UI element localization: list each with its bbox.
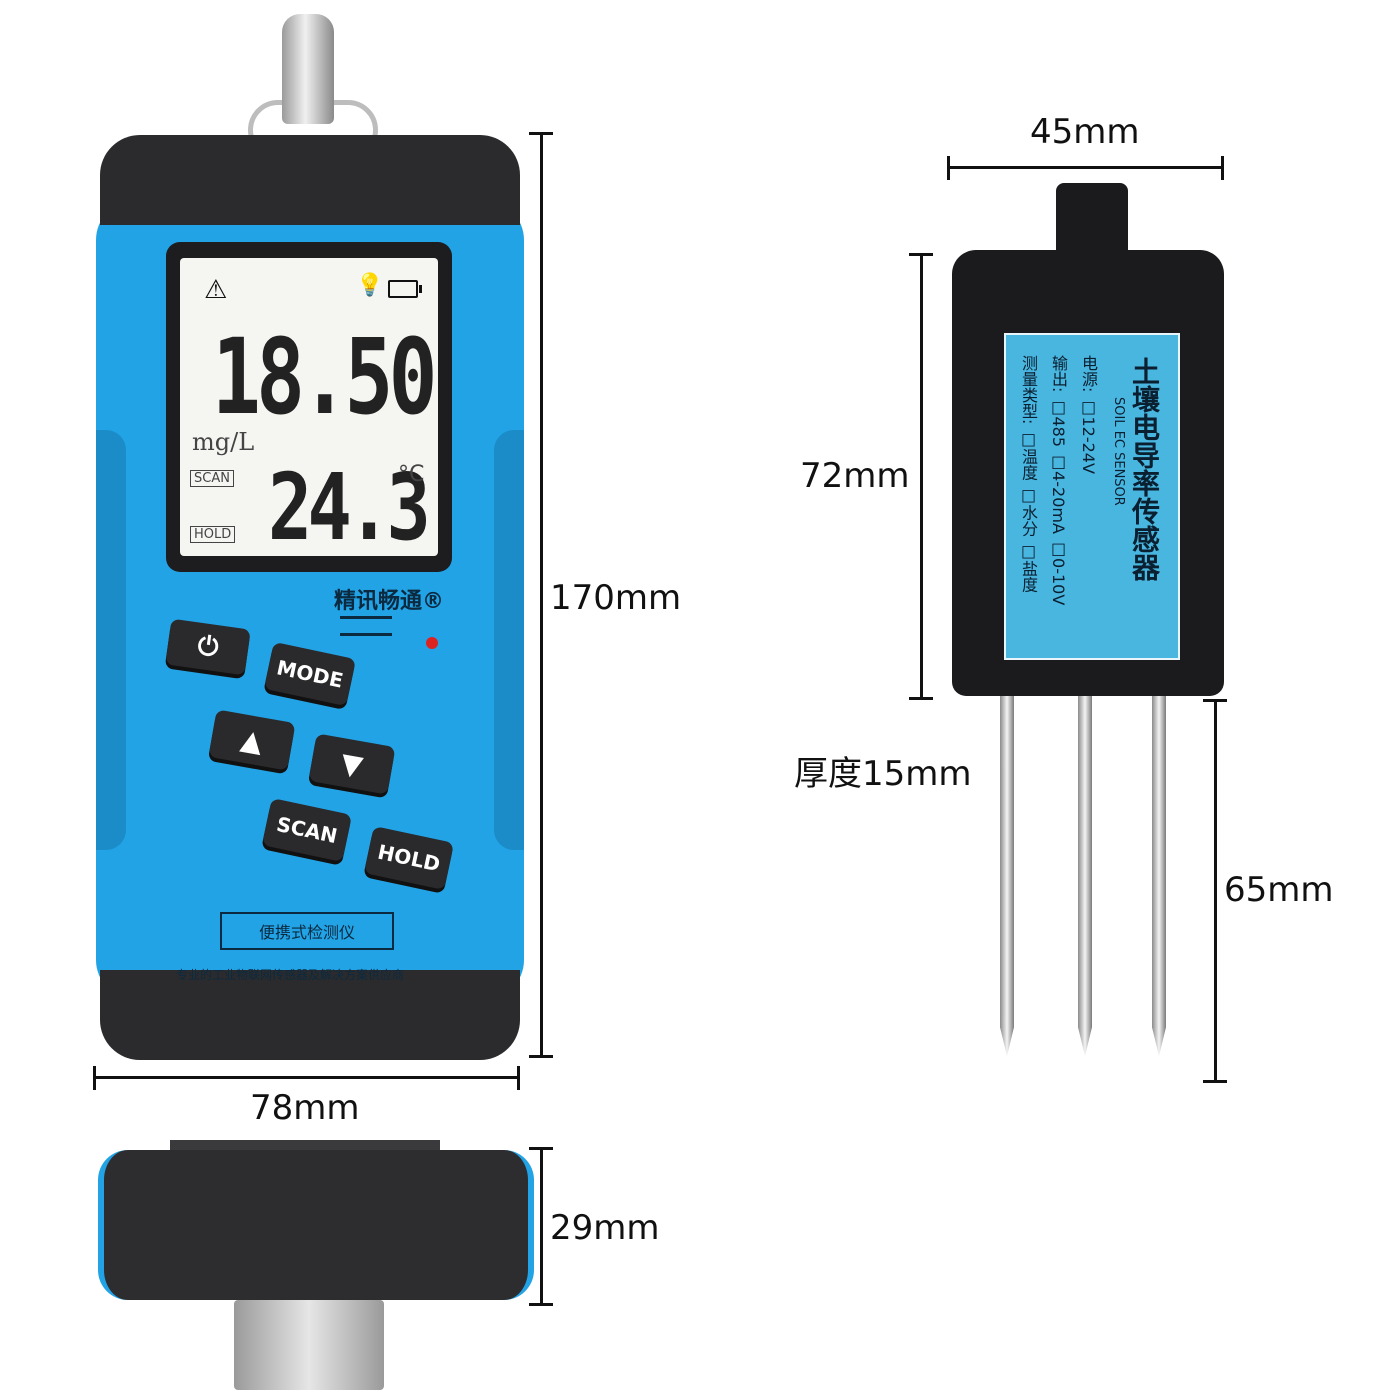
lcd-temperature: 24.3 — [268, 454, 431, 561]
meter-depth-tick-top — [529, 1147, 553, 1150]
meter-top-cap — [100, 135, 520, 225]
status-led — [426, 637, 438, 649]
lcd-unit: mg/L — [192, 428, 255, 456]
sensor-thickness-label: 厚度15mm — [794, 754, 972, 794]
sensor-title: 土壤电导率传感器 — [1128, 357, 1161, 581]
meter-height-line — [540, 133, 543, 1057]
sensor-width-tick-left — [947, 156, 950, 180]
probe-connector — [282, 14, 334, 124]
speaker-grille — [340, 616, 392, 636]
sensor-width-tick-right — [1221, 156, 1224, 180]
battery-icon — [388, 280, 422, 298]
meter-height-tick-top — [529, 132, 553, 135]
sensor-pin-right — [1152, 696, 1166, 1056]
meter-depth-tick-bottom — [529, 1303, 553, 1306]
meter-width-tick-right — [517, 1066, 520, 1090]
sensor-height-label: 72mm — [800, 456, 910, 496]
sensor-subtitle: SOIL EC SENSOR — [1111, 397, 1126, 506]
warning-icon: ⚠ — [204, 275, 228, 305]
sensor-width-label: 45mm — [1030, 112, 1140, 152]
meter-height-label: 170mm — [550, 578, 682, 618]
sensor-height-tick-top — [909, 253, 933, 256]
sensor-width-line — [948, 166, 1224, 169]
meter-depth-label: 29mm — [550, 1208, 660, 1248]
meter-side-connector — [234, 1300, 384, 1390]
pin-length-tick-bottom — [1203, 1080, 1227, 1083]
meter-grip-left — [96, 430, 126, 850]
lcd-screen — [180, 258, 438, 556]
meter-bottom-cap — [100, 970, 520, 1060]
sensor-height-line — [920, 254, 923, 700]
sensor-power-spec: 电源: □12-24V — [1079, 355, 1098, 474]
pin-length-label: 65mm — [1224, 870, 1334, 910]
lcd-temp-unit: °C — [398, 462, 425, 487]
pin-length-line — [1214, 700, 1217, 1082]
sensor-label-plate: 土壤电导率传感器 SOIL EC SENSOR 电源: □12-24V 输出: … — [1004, 333, 1180, 660]
meter-depth-line — [540, 1148, 543, 1306]
meter-side-view — [98, 1150, 534, 1300]
sensor-cable-cap — [1056, 183, 1128, 263]
meter-width-label: 78mm — [250, 1088, 360, 1128]
sensor-output-spec: 输出: □485 □4-20mA □0-10V — [1049, 355, 1068, 606]
sensor-pin-middle — [1078, 696, 1092, 1056]
backlight-bulb-icon: 💡 — [356, 273, 384, 298]
meter-grip-right — [494, 430, 524, 850]
product-label: 便携式检测仪 — [220, 912, 394, 950]
meter-width-line — [94, 1076, 520, 1079]
lcd-main-reading: 18.50 — [212, 316, 437, 438]
lcd-hold-indicator: HOLD — [190, 526, 236, 543]
meter-width-tick-left — [93, 1066, 96, 1090]
sensor-measure-type: 测量类型: □温度 □水分 □盐度 — [1019, 355, 1038, 593]
brand-logo: 精讯畅通® — [334, 589, 445, 614]
lcd-scan-indicator: SCAN — [190, 470, 234, 487]
pin-length-tick-top — [1203, 699, 1227, 702]
meter-height-tick-bottom — [529, 1055, 553, 1058]
sensor-height-tick-bottom — [909, 697, 933, 700]
company-tagline: 专业的工业物联网传感器及解决方案供应商 — [176, 968, 405, 982]
sensor-pin-left — [1000, 696, 1014, 1056]
